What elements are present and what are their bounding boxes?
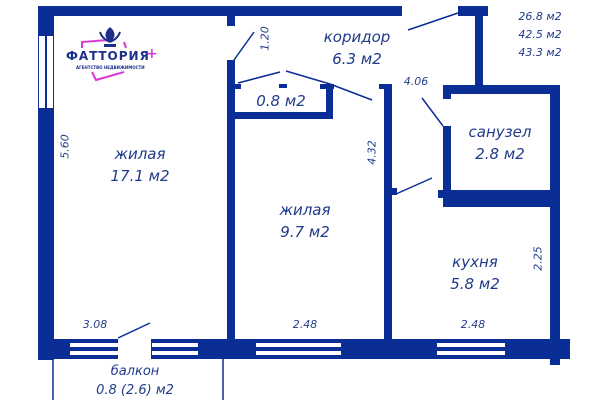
wall-living1-living2 xyxy=(227,60,235,340)
room-living2-name: жилая xyxy=(279,201,331,219)
wall-bath-right xyxy=(550,85,560,365)
room-bathroom-name: санузел xyxy=(468,123,532,141)
dim-living1-height: 5.60 xyxy=(58,134,72,159)
room-closet-area: 0.8 м2 xyxy=(256,92,306,110)
dim-living2-width: 2.48 xyxy=(292,318,318,331)
wall-bath-top-cap xyxy=(443,85,451,99)
room-living1-name: жилая xyxy=(114,145,166,163)
room-balcony-area: 0.8 (2.6) м2 xyxy=(96,383,174,398)
wall-right-bottom xyxy=(550,339,570,359)
room-bathroom-area: 2.8 м2 xyxy=(475,145,525,163)
window-living2-2 xyxy=(255,350,342,356)
dim-kitchen-height: 2.25 xyxy=(531,246,545,271)
wall-closet-left-cap xyxy=(235,84,241,89)
room-living1-label: жилая 17.1 м2 xyxy=(100,143,180,187)
total-area-with-balcony: 43.3 м2 xyxy=(518,46,562,59)
wall-bath-top xyxy=(443,85,560,94)
window-balcony-left-2 xyxy=(69,350,119,356)
wall-closet-bottom xyxy=(235,112,333,119)
wall-left xyxy=(38,108,54,360)
wall-bath-left xyxy=(443,126,451,196)
room-living2-area: 9.7 м2 xyxy=(280,223,330,241)
wall-top xyxy=(38,6,402,16)
wall-entry-vertical xyxy=(475,6,483,86)
wall-bath-bottom-cap xyxy=(438,190,446,198)
area-totals: 26.8 м2 42.5 м2 43.3 м2 xyxy=(505,8,575,62)
window-living2 xyxy=(255,342,342,348)
room-balcony-name: балкон xyxy=(110,364,160,379)
total-living-area: 26.8 м2 xyxy=(518,10,562,23)
window-kitchen-2 xyxy=(436,350,506,356)
dim-corridor-length: 4.06 xyxy=(403,75,429,88)
dim-living2-height: 4.32 xyxy=(365,140,379,165)
wall-stub-top xyxy=(227,16,235,26)
dim-kitchen-width: 2.48 xyxy=(460,318,486,331)
room-kitchen-label: кухня 5.8 м2 xyxy=(430,251,520,295)
wall-living2-right xyxy=(384,200,392,340)
room-bathroom-label: санузел 2.8 м2 xyxy=(455,121,545,165)
window-kitchen xyxy=(436,342,506,348)
window-balcony-left xyxy=(69,342,119,348)
window-balcony-right-2 xyxy=(151,350,199,356)
total-area: 42.5 м2 xyxy=(518,28,562,41)
logo-subtitle: АГЕНТСТВО НЕДВИЖИМОСТИ xyxy=(76,65,145,70)
wall-closet-right-cap xyxy=(320,84,334,89)
balcony-door-opening xyxy=(118,339,151,359)
room-balcony-label: балкон 0.8 (2.6) м2 xyxy=(75,362,195,400)
logo-plus: + xyxy=(146,46,159,62)
window-left-mullion xyxy=(45,35,47,109)
room-living1-area: 17.1 м2 xyxy=(110,167,170,185)
dim-corridor-width: 1.20 xyxy=(258,26,272,51)
room-kitchen-name: кухня xyxy=(452,253,498,271)
wall-corridor-kitchen-cap xyxy=(379,84,392,89)
wall-entry-right xyxy=(458,6,488,16)
dim-living1-width: 3.08 xyxy=(82,318,108,331)
logo-name: ФАТТОРИЯ xyxy=(66,49,150,63)
kitchen-door-jamb xyxy=(392,188,397,195)
room-corridor-area: 6.3 м2 xyxy=(332,50,382,68)
wall-left-upper xyxy=(38,6,54,36)
window-balcony-right xyxy=(151,342,199,348)
room-living2-label: жилая 9.7 м2 xyxy=(260,199,350,243)
wall-bath-bottom xyxy=(443,190,560,207)
wall-closet-right xyxy=(326,84,333,119)
room-corridor-label: коридор 6.3 м2 xyxy=(312,26,402,70)
room-kitchen-area: 5.8 м2 xyxy=(450,275,500,293)
room-corridor-name: коридор xyxy=(323,28,391,46)
closet-marker xyxy=(279,84,287,88)
